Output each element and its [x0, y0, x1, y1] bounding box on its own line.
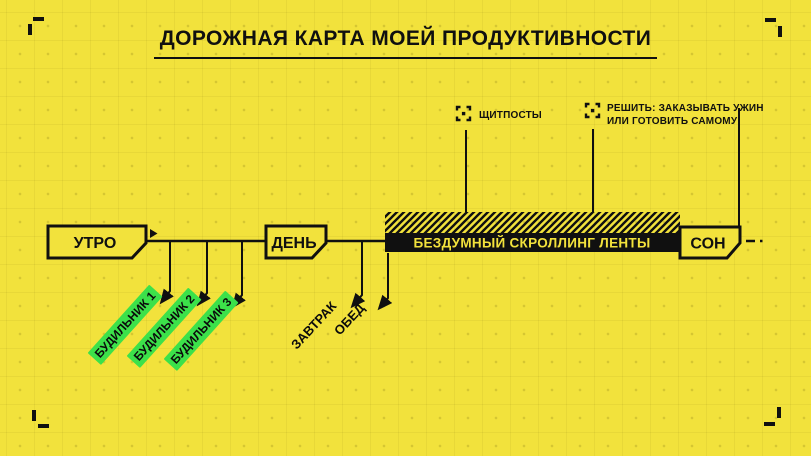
focus-brackets-icon	[584, 102, 601, 119]
dinner-label-line2: ИЛИ ГОТОВИТЬ САМОМУ	[607, 116, 738, 127]
morning-node-label: УТРО	[74, 235, 117, 252]
sleep-node-label: СОН	[690, 236, 725, 253]
day-node: ДЕНЬ	[264, 224, 328, 260]
page-title-row: ДОРОЖНАЯ КАРТА МОЕЙ ПРОДУКТИВНОСТИ	[0, 27, 811, 59]
breakfast-connector	[350, 242, 366, 309]
shitposts-label: ЩИТПОСТЫ	[479, 110, 542, 121]
dinner-callout: РЕШИТЬ: ЗАКАЗЫВАТЬ УЖИН ИЛИ ГОТОВИТЬ САМ…	[584, 102, 764, 127]
shitposts-callout: ЩИТПОСТЫ	[455, 105, 542, 122]
dinner-label-line1: РЕШИТЬ: ЗАКАЗЫВАТЬ УЖИН	[607, 103, 764, 114]
sleep-node: СОН	[678, 225, 742, 260]
alarm1-connector	[159, 242, 174, 305]
hatched-zone	[385, 212, 680, 233]
lunch-connector	[377, 253, 393, 311]
day-node-label: ДЕНЬ	[271, 235, 316, 252]
alarm2-connector	[196, 242, 211, 307]
scroll-bar	[385, 233, 680, 252]
focus-brackets-icon	[455, 105, 472, 122]
alarm3-connector	[231, 242, 246, 309]
morning-node: УТРО	[46, 224, 148, 260]
scroll-bar-label: БЕЗДУМНЫЙ СКРОЛЛИНГ ЛЕНТЫ	[414, 236, 651, 251]
play-marker-icon	[150, 229, 158, 238]
page-title: ДОРОЖНАЯ КАРТА МОЕЙ ПРОДУКТИВНОСТИ	[153, 27, 658, 59]
